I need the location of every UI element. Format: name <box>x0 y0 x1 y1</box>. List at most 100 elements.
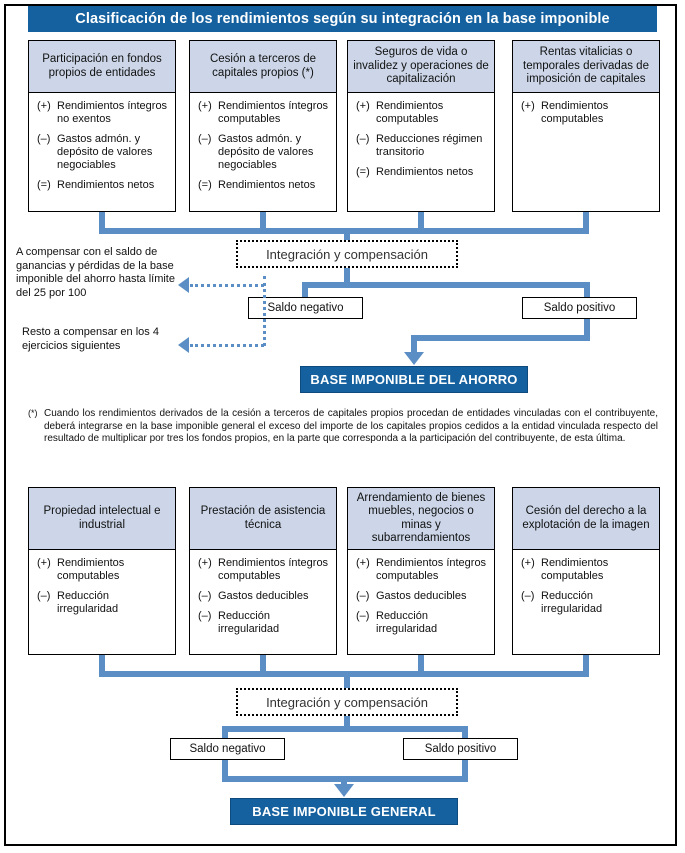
card-asistencia-tecnica: Prestación de asistencia técnica (+) Ren… <box>189 487 337 655</box>
integration-box-savings: Integración y compensación <box>236 240 458 268</box>
connector-to-negative-savings <box>302 282 308 298</box>
base-imponible-general: BASE IMPONIBLE GENERAL <box>230 798 458 825</box>
dotted-arrow-note1 <box>190 284 264 287</box>
list-item: (+) Rendimientos íntegros no exentos <box>37 100 169 126</box>
card-arrendamiento-bienes-muebles: Arrendamiento de bienes muebles, negocio… <box>347 487 495 655</box>
connector-bus-to-integration <box>344 228 350 242</box>
note-compensar-saldo: A compensar con el saldo de ganancias y … <box>16 246 175 299</box>
sign: (+) <box>521 557 535 569</box>
page-title: Clasificación de los rendimientos según … <box>28 6 657 32</box>
sign: (–) <box>37 590 51 602</box>
list-item: (+) Rendimientos computables <box>37 557 169 583</box>
sign: (+) <box>521 100 535 112</box>
item-text: Gastos admón. y depósito de valores nego… <box>218 133 314 171</box>
item-text: Reducción irregularidad <box>218 610 280 635</box>
connector-card1-down <box>99 212 105 234</box>
connector-integration-down-general <box>344 716 350 732</box>
item-text: Reducción irregularidad <box>541 590 603 615</box>
list-item: (=) Rendimientos netos <box>356 166 488 179</box>
card-body: (+) Rendimientos computables <box>513 93 659 139</box>
list-item: (–) Gastos deducibles <box>356 590 488 603</box>
list-item: (+) Rendimientos computables <box>521 557 653 583</box>
card-header: Participación en fondos propios de entid… <box>29 41 175 93</box>
connector-result-stem-general <box>341 776 347 786</box>
arrow-to-base-ahorro <box>404 352 424 365</box>
card-propiedad-intelectual: Propiedad intelectual e industrial (+) R… <box>28 487 176 655</box>
sign: (–) <box>356 610 370 622</box>
sign: (–) <box>37 133 51 145</box>
saldo-positivo-general: Saldo positivo <box>403 738 518 760</box>
card-rentas-vitalicias: Rentas vitalicias o temporales derivadas… <box>512 40 660 212</box>
saldo-positivo-savings: Saldo positivo <box>522 297 637 319</box>
sign: (–) <box>356 590 370 602</box>
connector-card4-down <box>583 212 589 234</box>
arrow-left-note1 <box>178 277 189 293</box>
item-text: Rendimientos computables <box>541 557 609 582</box>
list-item: (–) Reducción irregularidad <box>356 610 488 636</box>
list-item: (–) Reducciones régimen transitorio <box>356 133 488 159</box>
sign: (–) <box>521 590 535 602</box>
card-cesion-terceros-capitales: Cesión a terceros de capitales propios (… <box>189 40 337 212</box>
sign: (=) <box>198 179 212 191</box>
item-text: Rendimientos netos <box>57 179 155 191</box>
base-imponible-ahorro: BASE IMPONIBLE DEL AHORRO <box>300 366 528 393</box>
footnote-marker: (*) <box>28 408 38 418</box>
list-item: (–) Reducción irregularidad <box>37 590 169 616</box>
sign: (=) <box>37 179 51 191</box>
card-header: Prestación de asistencia técnica <box>190 488 336 550</box>
card-header: Cesión del derecho a la explotación de l… <box>513 488 659 550</box>
list-item: (–) Reducción irregularidad <box>198 610 330 636</box>
card-header: Arrendamiento de bienes muebles, negocio… <box>348 488 494 550</box>
card-header: Propiedad intelectual e industrial <box>29 488 175 550</box>
item-text: Rendimientos íntegros computables <box>218 557 329 582</box>
dotted-arrow-note2 <box>190 344 264 347</box>
list-item: (–) Reducción irregularidad <box>521 590 653 616</box>
item-text: Gastos deducibles <box>376 590 467 602</box>
arrow-left-note2 <box>178 337 189 353</box>
card-header: Cesión a terceros de capitales propios (… <box>190 41 336 93</box>
sign: (–) <box>356 133 370 145</box>
connector-bus-to-integration-general <box>344 671 350 691</box>
connector-card3-down <box>418 212 424 234</box>
item-text: Rendimientos íntegros computables <box>376 557 487 582</box>
card-seguros-vida-invalidez: Seguros de vida o invalidez y operacione… <box>347 40 495 212</box>
list-item: (–) Gastos deducibles <box>198 590 330 603</box>
integration-box-general: Integración y compensación <box>236 688 458 716</box>
item-text: Rendimientos computables <box>57 557 125 582</box>
list-item: (–) Gastos admón. y depósito de valores … <box>198 133 330 172</box>
sign: (–) <box>198 133 212 145</box>
sign: (+) <box>356 100 370 112</box>
saldo-negativo-savings: Saldo negativo <box>248 297 363 319</box>
dotted-negative-vertical <box>263 276 266 346</box>
connector-result-stem-savings <box>411 335 417 353</box>
connector-gcard2-down <box>260 655 266 677</box>
sign: (–) <box>198 610 212 622</box>
arrow-to-base-general <box>334 784 354 797</box>
card-cesion-derecho-imagen: Cesión del derecho a la explotación de l… <box>512 487 660 655</box>
sign: (+) <box>198 557 212 569</box>
card-header: Seguros de vida o invalidez y operacione… <box>348 41 494 93</box>
item-text: Rendimientos netos <box>218 179 316 191</box>
connector-integration-down-savings <box>344 268 350 284</box>
footnote-text: Cuando los rendimientos derivados de la … <box>44 408 658 445</box>
list-item: (+) Rendimientos computables <box>521 100 653 126</box>
sign: (+) <box>37 557 51 569</box>
card-body: (+) Rendimientos íntegros computables (–… <box>190 550 336 649</box>
list-item: (=) Rendimientos netos <box>37 179 169 192</box>
item-text: Gastos admón. y depósito de valores nego… <box>57 133 153 171</box>
item-text: Rendimientos íntegros no exentos <box>57 100 168 125</box>
item-text: Rendimientos íntegros computables <box>218 100 329 125</box>
outer-frame <box>4 4 677 846</box>
card-participacion-fondos-propios: Participación en fondos propios de entid… <box>28 40 176 212</box>
connector-card2-down <box>260 212 266 234</box>
sign: (+) <box>356 557 370 569</box>
card-header: Rentas vitalicias o temporales derivadas… <box>513 41 659 93</box>
sign: (–) <box>198 590 212 602</box>
sign: (+) <box>198 100 212 112</box>
list-item: (+) Rendimientos computables <box>356 100 488 126</box>
item-text: Gastos deducibles <box>218 590 309 602</box>
card-body: (+) Rendimientos íntegros computables (–… <box>190 93 336 205</box>
note-resto-compensar: Resto a compensar en los 4 ejercicios si… <box>22 326 159 352</box>
card-body: (+) Rendimientos íntegros computables (–… <box>348 550 494 649</box>
